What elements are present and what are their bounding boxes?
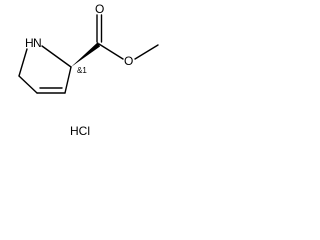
wedge-bond-stereocenter-carbonyl bbox=[71, 42, 100, 67]
chemical-structure-diagram: H N O O &1 HCl bbox=[18, 2, 159, 138]
bond-ester-oxygen-methyl bbox=[134, 44, 159, 60]
bond-ch2-ch bbox=[18, 75, 38, 94]
bond-ch-stereocenter bbox=[64, 66, 72, 94]
atom-label-ester-oxygen: O bbox=[124, 54, 133, 68]
atom-label-nitrogen-hydrogen: H bbox=[25, 36, 34, 50]
atom-label-carbonyl-oxygen: O bbox=[95, 2, 104, 16]
counterion-label: HCl bbox=[70, 124, 90, 138]
bond-n-ch2 bbox=[18, 48, 28, 77]
atom-label-nitrogen: N bbox=[33, 36, 42, 50]
stereo-descriptor-label: &1 bbox=[77, 66, 87, 75]
bond-carbonyl-ester-oxygen bbox=[98, 43, 124, 60]
bond-stereocenter-n bbox=[41, 45, 72, 68]
